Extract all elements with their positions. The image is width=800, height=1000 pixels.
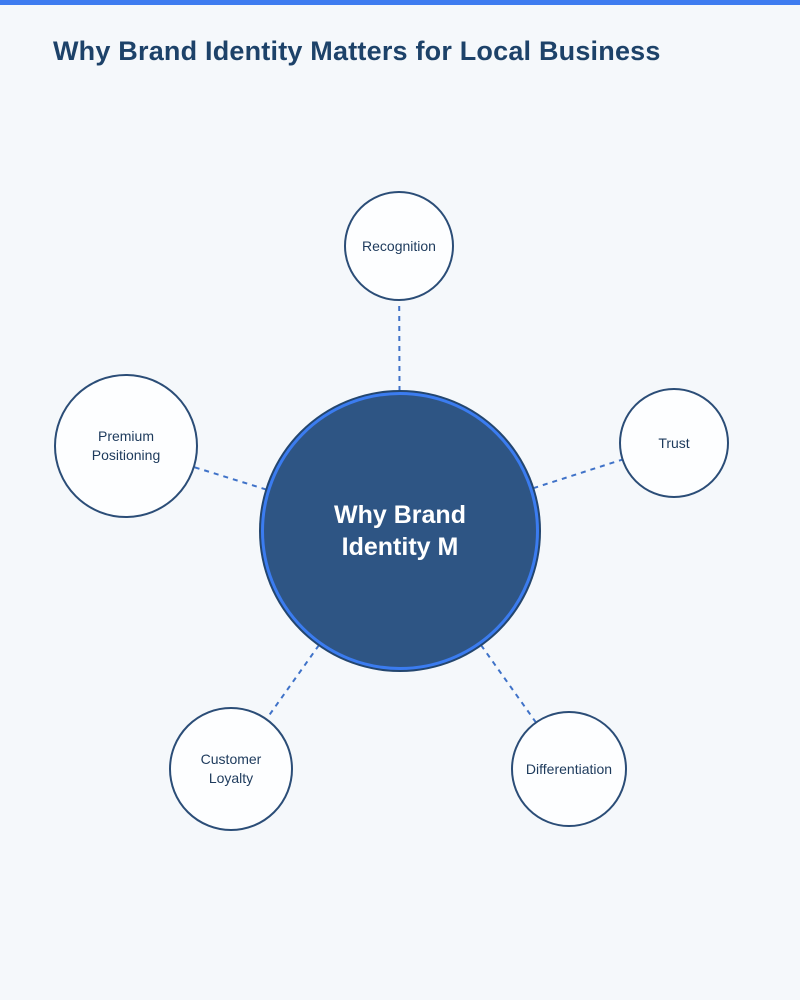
node-recognition-label: Recognition bbox=[362, 237, 436, 254]
top-accent-strip bbox=[0, 0, 800, 5]
connector-premium-positioning bbox=[125, 445, 401, 532]
node-recognition[interactable]: Recognition bbox=[344, 191, 454, 301]
node-differentiation-label: Differentiation bbox=[525, 760, 613, 777]
page-title: Why Brand Identity Matters for Local Bus… bbox=[53, 36, 661, 66]
center-node-label: Why Brand Identity M bbox=[334, 500, 466, 562]
node-trust[interactable]: Trust bbox=[619, 388, 729, 498]
center-node-why-brand-identity[interactable]: Why Brand Identity M bbox=[261, 392, 539, 670]
node-customer-loyalty[interactable]: Customer Loyalty bbox=[169, 707, 293, 831]
node-trust-label: Trust bbox=[658, 434, 690, 451]
connector-trust bbox=[399, 442, 675, 532]
node-differentiation[interactable]: Differentiation bbox=[511, 711, 627, 827]
node-premium-positioning[interactable]: Premium Positioning bbox=[54, 374, 198, 518]
node-premium-positioning-label: Premium Positioning bbox=[91, 428, 161, 463]
node-customer-loyalty-label: Customer Loyalty bbox=[200, 751, 262, 786]
connector-recognition bbox=[398, 245, 401, 532]
